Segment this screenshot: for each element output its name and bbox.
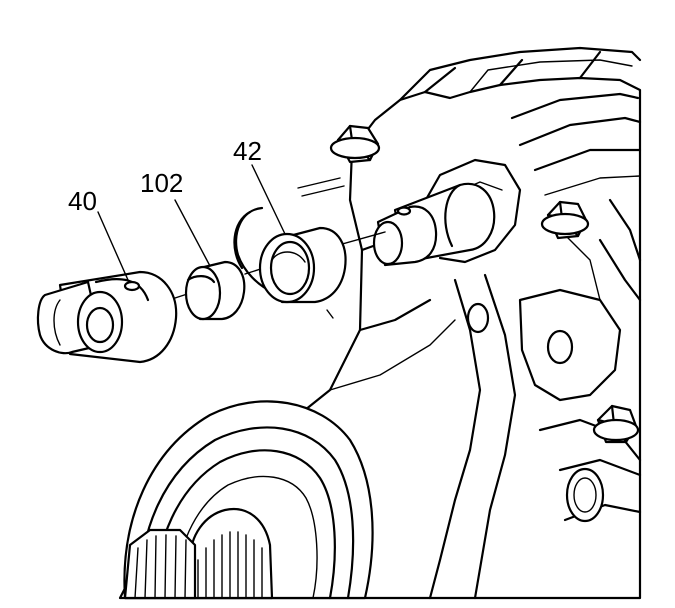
- part-102-seal: [184, 260, 246, 321]
- callout-102: 102: [140, 168, 183, 198]
- leader-42: [251, 164, 286, 235]
- leader-102: [174, 199, 211, 267]
- bolt-lower-right: [592, 404, 640, 444]
- part-42-bushing: [258, 226, 347, 304]
- callout-42: 42: [233, 136, 262, 166]
- seal-seat: [233, 206, 274, 294]
- callout-40: 40: [68, 186, 97, 216]
- leader-40: [97, 211, 129, 281]
- part-40-cap: [36, 270, 178, 364]
- output-flange: [123, 400, 374, 600]
- bolt-right: [540, 200, 590, 240]
- bolt-top: [329, 124, 381, 164]
- shaft: [372, 182, 496, 267]
